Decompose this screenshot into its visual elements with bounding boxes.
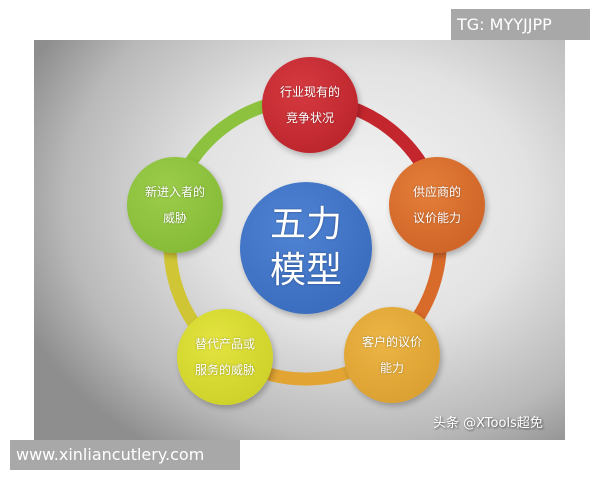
- node-new-entrants-line-2: 威胁: [162, 211, 187, 225]
- node-new-entrants: 新进入者的 威胁: [127, 157, 223, 253]
- node-rivalry: 行业现有的 竞争状况: [262, 57, 358, 153]
- node-five-forces-center: 五力 模型: [240, 182, 372, 314]
- node-buyers-line-1: 客户的议价: [361, 335, 422, 349]
- site-url-banner: www.xinliancutlery.com: [10, 440, 240, 470]
- node-rivalry-line-2: 竞争状况: [285, 111, 334, 125]
- node-substitutes: 替代产品或 服务的威胁: [177, 309, 273, 405]
- node-substitutes-line-2: 服务的威胁: [194, 363, 255, 377]
- node-new-entrants-line-1: 新进入者的: [144, 185, 205, 199]
- node-suppliers-line-1: 供应商的: [412, 185, 461, 199]
- connector-substitutes-new-entrants: [163, 238, 202, 332]
- center-title-line-1: 五力: [269, 204, 342, 245]
- node-substitutes-line-1: 替代产品或: [194, 337, 255, 351]
- center-title-line-2: 模型: [269, 250, 342, 291]
- tg-badge: TG: MYYJJPP: [451, 9, 590, 40]
- node-rivalry-line-1: 行业现有的: [279, 85, 340, 99]
- connector-buyers-substitutes: [255, 365, 357, 386]
- node-suppliers-line-2: 议价能力: [412, 211, 461, 225]
- source-watermark: 头条 @XTools超免: [433, 416, 543, 431]
- node-buyers: 客户的议价 能力: [344, 307, 440, 403]
- node-buyers-line-2: 能力: [379, 361, 404, 375]
- node-suppliers: 供应商的 议价能力: [389, 157, 485, 253]
